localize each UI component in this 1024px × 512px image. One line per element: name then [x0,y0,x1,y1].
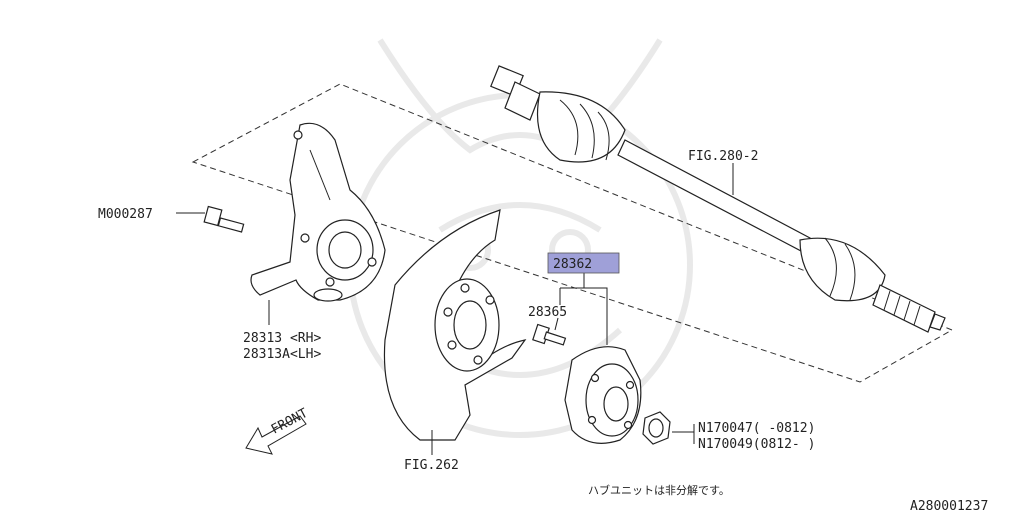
label-fig-262[interactable]: FIG.262 [404,458,459,473]
bolt-m000287 [203,205,245,233]
steering-knuckle [250,122,386,302]
label-28313-rh[interactable]: 28313 <RH> [243,331,321,346]
label-n170047[interactable]: N170047( -0812) [698,421,815,436]
hub-bolt-28365 [532,323,567,346]
assembly-boundary [191,83,954,383]
label-28362[interactable]: 28362 [553,257,592,272]
part-highlight-28362 [547,252,620,274]
leader-nut [672,424,695,444]
hub-nut [642,411,671,445]
drive-shaft [490,65,946,333]
front-arrow-icon [245,415,307,455]
diagram-id: A280001237 [910,499,988,512]
leader-28365 [554,317,559,331]
label-front: FRONT [269,406,311,438]
label-m000287[interactable]: M000287 [98,207,153,222]
label-28313a-lh[interactable]: 28313A<LH> [243,347,321,362]
label-28365[interactable]: 28365 [528,305,567,320]
hub-unit [564,346,642,444]
note-hub-unit: ハブユニットは非分解です。 [588,483,730,497]
label-n170049[interactable]: N170049(0812- ) [698,437,815,452]
leader-28362 [559,273,608,345]
label-fig-280-2[interactable]: FIG.280-2 [688,149,758,164]
backing-plate [383,209,527,441]
